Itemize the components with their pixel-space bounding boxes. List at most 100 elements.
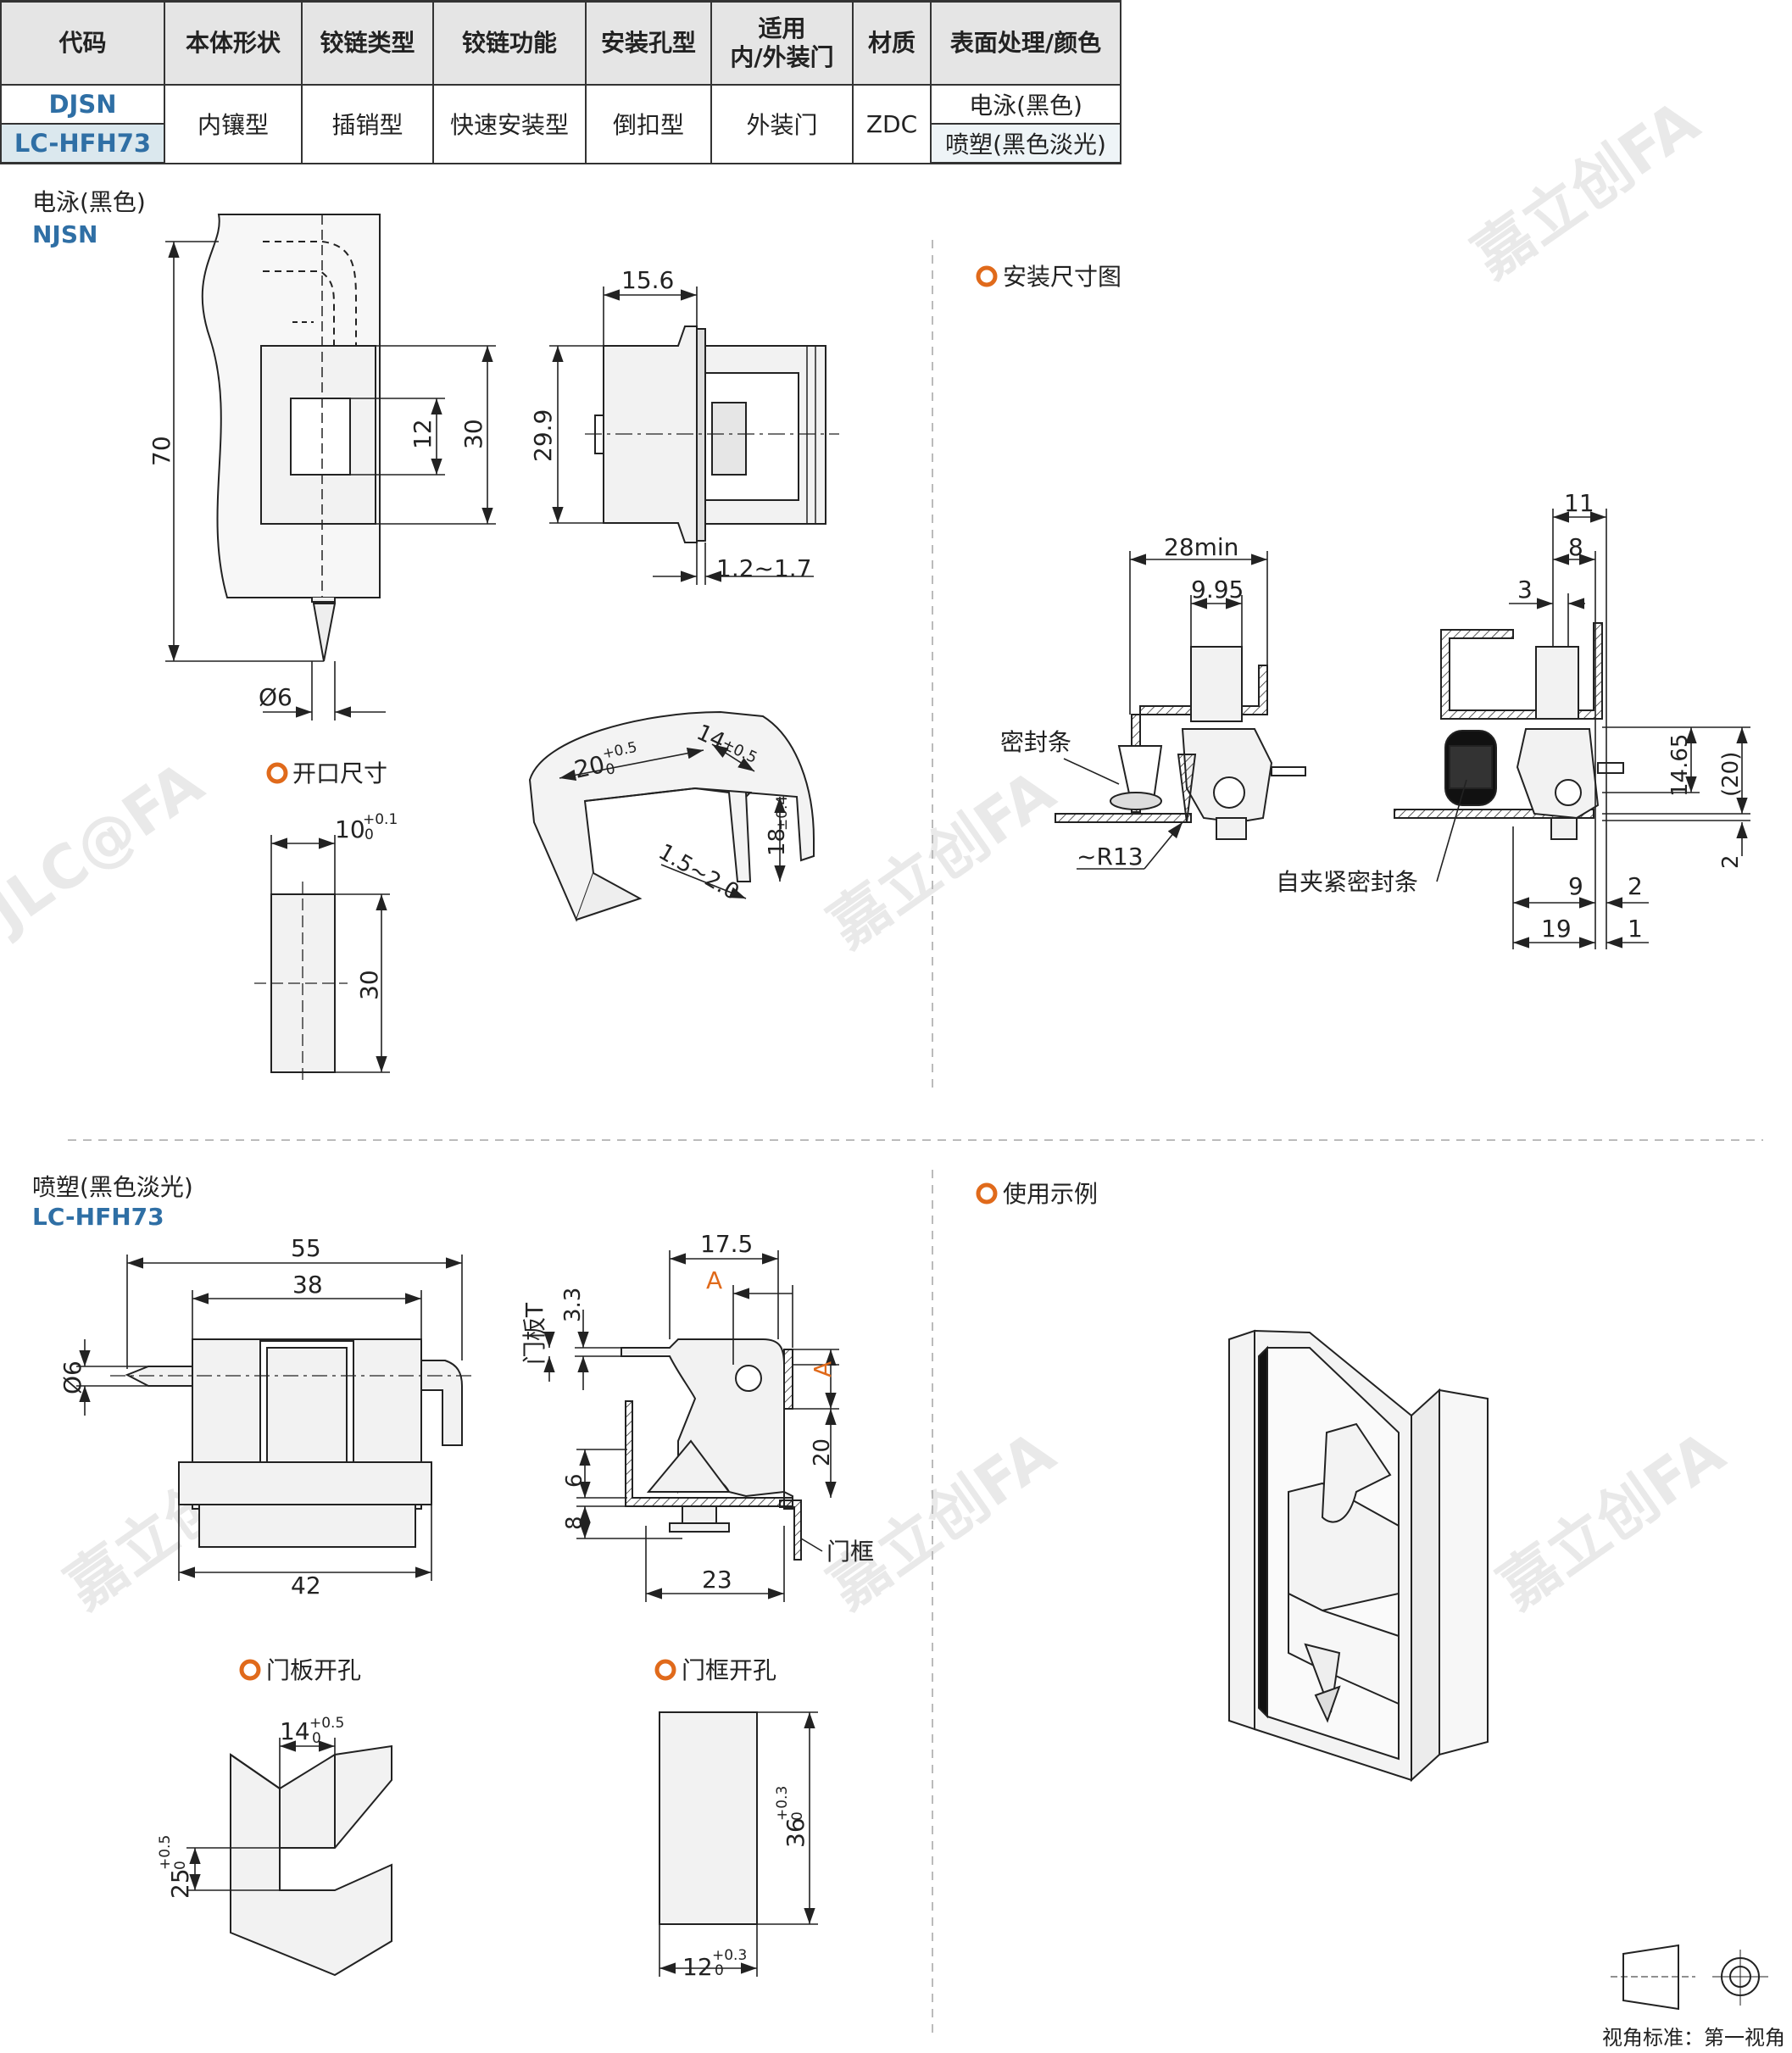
hfh73-d33: 3.3 [560,1288,586,1322]
header-finish: 表面处理/颜色 [930,0,1121,86]
dim-body-30: 30 [459,419,487,449]
opening-w-tol-low: 0 [365,826,374,843]
finish-cell-1: 电泳(黑色) [930,84,1121,125]
table-row: DJSN 内镶型 插销型 快速安装型 倒扣型 外装门 ZDC 电泳(黑色) [0,84,1121,164]
hfh73-frame: 门框 [826,1538,874,1566]
install-left-drawing [1055,646,1306,840]
hfh73-mid: 38 [292,1271,323,1299]
njsn-side-view [585,325,839,543]
opening-w: 10 [335,815,365,843]
hfh73-bottom: 42 [291,1572,321,1600]
install-offset: 9.95 [1191,576,1244,604]
frame-hole-h: 36 [782,1817,810,1848]
install-left-dims [1063,551,1268,870]
door-hole-title: 门板开孔 [266,1656,361,1684]
install-h2: (20) [1718,752,1744,797]
door-hole-w: 14 [280,1717,310,1745]
watermark-2: 嘉立创FA [816,756,1067,961]
hfh73-depth: 17.5 [700,1230,753,1258]
dim-side-29.9: 29.9 [529,409,557,462]
seal-label: 密封条 [1000,728,1071,756]
header-applicable: 适用内/外装门 [710,0,854,86]
watermark-1: 嘉立创FA [1461,86,1711,292]
self-seal-label: 自夹紧密封条 [1276,868,1418,896]
header-body-shape: 本体形状 [164,0,303,86]
door-type-cell: 外装门 [710,84,854,164]
opening-h: 30 [355,970,383,1000]
frame-hole-w: 12 [682,1953,713,1981]
install-g: 2 [1718,854,1744,869]
header-applicable-line1: 适用 [758,14,806,42]
install-f1: 9 [1568,872,1583,900]
opening-w-tol-up: +0.1 [363,811,398,828]
install-f2: 2 [1628,872,1643,900]
njsn-side-dims [549,287,814,585]
header-material: 材质 [852,0,932,86]
spec-table: 代码 本体形状 铰链类型 铰链功能 安装孔型 适用内/外装门 材质 表面处理/颜… [0,0,1121,164]
door-hole-h-tol-low: 0 [172,1861,189,1870]
hfh73-t-label: 门板T [520,1302,548,1365]
example-title: 使用示例 [1003,1180,1098,1208]
panel-cutout-dims [559,743,786,899]
table-header-row: 代码 本体形状 铰链类型 铰链功能 安装孔型 适用内/外装门 材质 表面处理/颜… [0,0,1121,86]
watermark-4: 嘉立创FA [816,1417,1067,1622]
door-hole-h-tol-up: +0.5 [157,1835,174,1870]
finish-cell-2: 喷塑(黑色淡光) [930,123,1121,164]
install-r: ~R13 [1077,843,1144,871]
hfh73-a-top: A [706,1266,722,1294]
dim-thickness: 1.2~1.7 [716,554,812,582]
hfh73-front-view [110,1338,475,1548]
table-row: LC-HFH73 喷塑(黑色淡光) [0,123,1121,164]
door-hole-drawing [230,1744,392,1977]
opening-drawing [254,835,390,1085]
hfh73-finish-label: 喷塑(黑色淡光) [32,1173,193,1201]
hfh73-d20: 20 [810,1438,835,1466]
header-applicable-line2: 内/外装门 [730,43,834,71]
dim-slot-12: 12 [409,419,437,449]
hfh73-d23: 23 [702,1566,732,1594]
hinge-type-cell: 插销型 [301,84,434,164]
opening-title: 开口尺寸 [292,759,387,787]
install-f4: 1 [1628,915,1643,943]
install-h1: 14.65 [1667,734,1693,797]
hole-type-cell: 倒扣型 [585,84,712,164]
frame-hole-h-tol-up: +0.3 [774,1786,791,1821]
hfh73-side-view [621,1338,802,1561]
install-right-dims [1436,509,1750,949]
header-code: 代码 [0,0,165,86]
hfh73-pin-dia: Ø6 [58,1360,86,1394]
door-hole-w-tol-up: +0.5 [309,1715,344,1732]
njsn-front-view [201,214,381,662]
panel-h-tol: ±0.4 [774,796,791,831]
header-hinge-type: 铰链类型 [301,0,434,86]
door-hole-w-tol-low: 0 [312,1730,321,1747]
njsn-front-dims [165,241,496,720]
watermark-6: JLC@FA [0,748,215,946]
install-min: 28min [1164,533,1238,561]
hfh73-d6: 6 [562,1473,587,1488]
code-cell-1: DJSN [0,84,165,125]
watermark-5: 嘉立创FA [1486,1417,1737,1622]
panel-w: 20 [572,750,608,784]
frame-hole-drawing [659,1711,818,1977]
dim-pin-dia: Ø6 [259,683,292,711]
install-a: 11 [1564,489,1594,517]
usage-example-drawing [1228,1329,1489,1783]
body-shape-cell: 内镶型 [164,84,303,164]
dim-depth-15.6: 15.6 [621,266,674,294]
install-c: 3 [1517,576,1533,604]
hfh73-a-side: A [809,1361,837,1377]
install-f3: 19 [1541,915,1572,943]
header-hinge-function: 铰链功能 [432,0,587,86]
panel-t: 1.5~2.0 [654,839,743,905]
view-standard: 视角标准：第一视角 [1602,2026,1785,2050]
hfh73-top: 55 [291,1234,321,1262]
hfh73-side-dims [543,1250,839,1602]
frame-hole-w-tol-low: 0 [715,1962,724,1979]
code-cell-2: LC-HFH73 [0,123,165,164]
hfh73-front-dims [76,1255,463,1581]
install-title: 安装尺寸图 [1003,263,1121,291]
install-right-drawing [1394,622,1624,840]
panel-cutout-view [528,710,815,922]
